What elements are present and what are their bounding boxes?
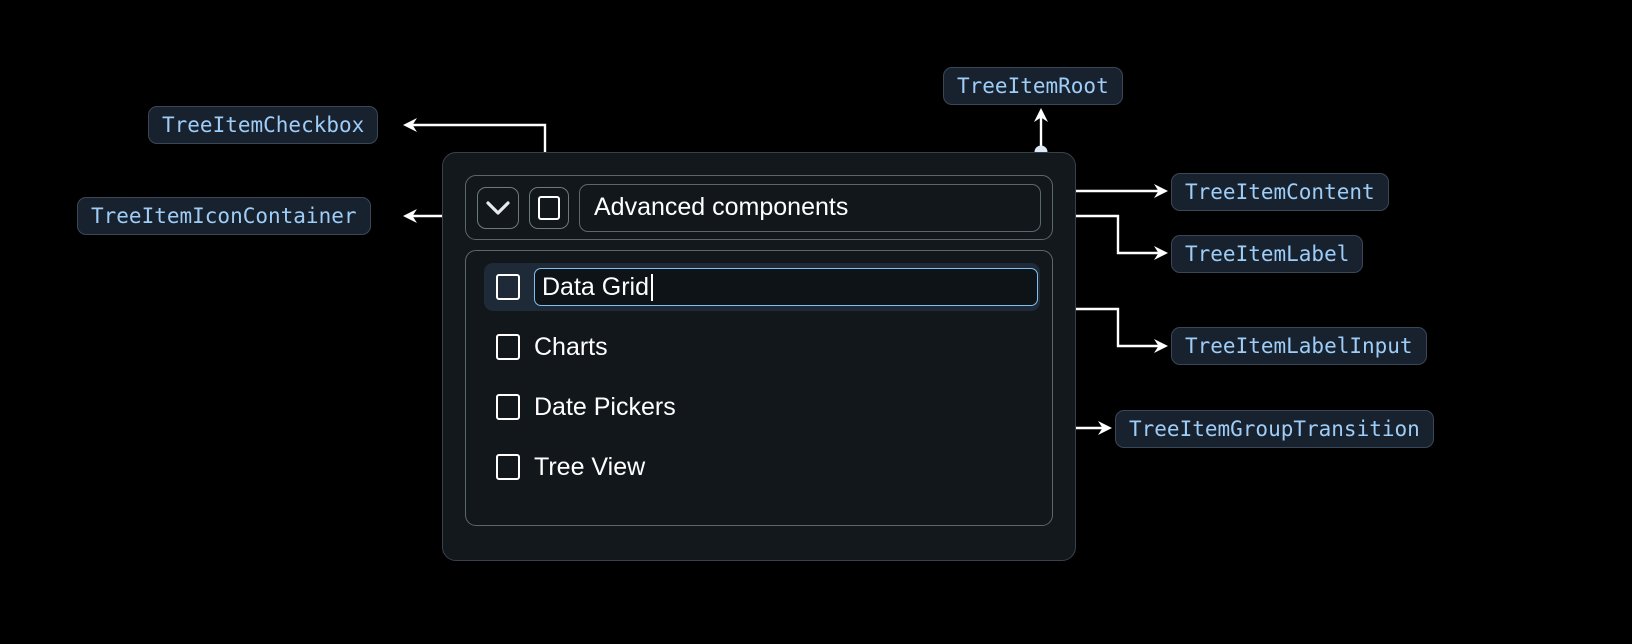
tree-item-root[interactable]: Advanced components Data Grid Charts Dat… [442, 152, 1076, 561]
arrowhead-tree-item-group-transition [1098, 421, 1112, 435]
tree-item-icon-container[interactable] [477, 186, 519, 229]
text-caret [650, 273, 653, 301]
tree-item-child-list: Charts Date Pickers Tree View [466, 323, 1052, 491]
arrowhead-tree-item-root [1034, 108, 1048, 122]
tree-item-child-data-grid[interactable]: Data Grid [484, 263, 1040, 311]
checkbox-square-icon [538, 195, 560, 220]
tree-item-checkbox-charts[interactable] [496, 334, 520, 360]
tree-item-label-date-pickers: Date Pickers [534, 392, 676, 421]
chevron-down-icon [485, 200, 511, 216]
tree-item-group-transition: Data Grid Charts Date Pickers Tree View [465, 250, 1053, 526]
label-chip-tree-item-icon-container: TreeItemIconContainer [77, 197, 371, 235]
tree-item-checkbox-tree-view[interactable] [496, 454, 520, 480]
label-chip-tree-item-label-input: TreeItemLabelInput [1171, 327, 1427, 365]
label-chip-tree-item-group-transition: TreeItemGroupTransition [1115, 410, 1434, 448]
tree-item-label-tree-view: Tree View [534, 452, 646, 481]
tree-item-label[interactable]: Advanced components [579, 183, 1041, 232]
tree-item-label-input[interactable]: Data Grid [534, 268, 1038, 306]
arrowhead-tree-item-label-input [1154, 339, 1168, 353]
tree-item-child-tree-view[interactable]: Tree View [484, 443, 1052, 491]
label-chip-tree-item-label: TreeItemLabel [1171, 235, 1364, 273]
label-chip-tree-item-root: TreeItemRoot [943, 67, 1123, 105]
arrowhead-tree-item-icon-container [403, 209, 417, 223]
label-chip-tree-item-content: TreeItemContent [1171, 173, 1389, 211]
arrowhead-tree-item-checkbox [403, 118, 417, 132]
tree-item-checkbox-date-pickers[interactable] [496, 394, 520, 420]
tree-item-child-date-pickers[interactable]: Date Pickers [484, 383, 1052, 431]
arrowhead-tree-item-content [1154, 184, 1168, 198]
tree-item-child-charts[interactable]: Charts [484, 323, 1052, 371]
tree-item-content[interactable]: Advanced components [465, 175, 1053, 240]
arrowhead-tree-item-label [1154, 246, 1168, 260]
label-chip-tree-item-checkbox: TreeItemCheckbox [148, 106, 379, 144]
tree-item-checkbox[interactable] [529, 186, 569, 229]
tree-item-label-charts: Charts [534, 332, 608, 361]
tree-item-checkbox-data-grid[interactable] [496, 274, 520, 300]
tree-item-label-input-value: Data Grid [542, 272, 649, 301]
